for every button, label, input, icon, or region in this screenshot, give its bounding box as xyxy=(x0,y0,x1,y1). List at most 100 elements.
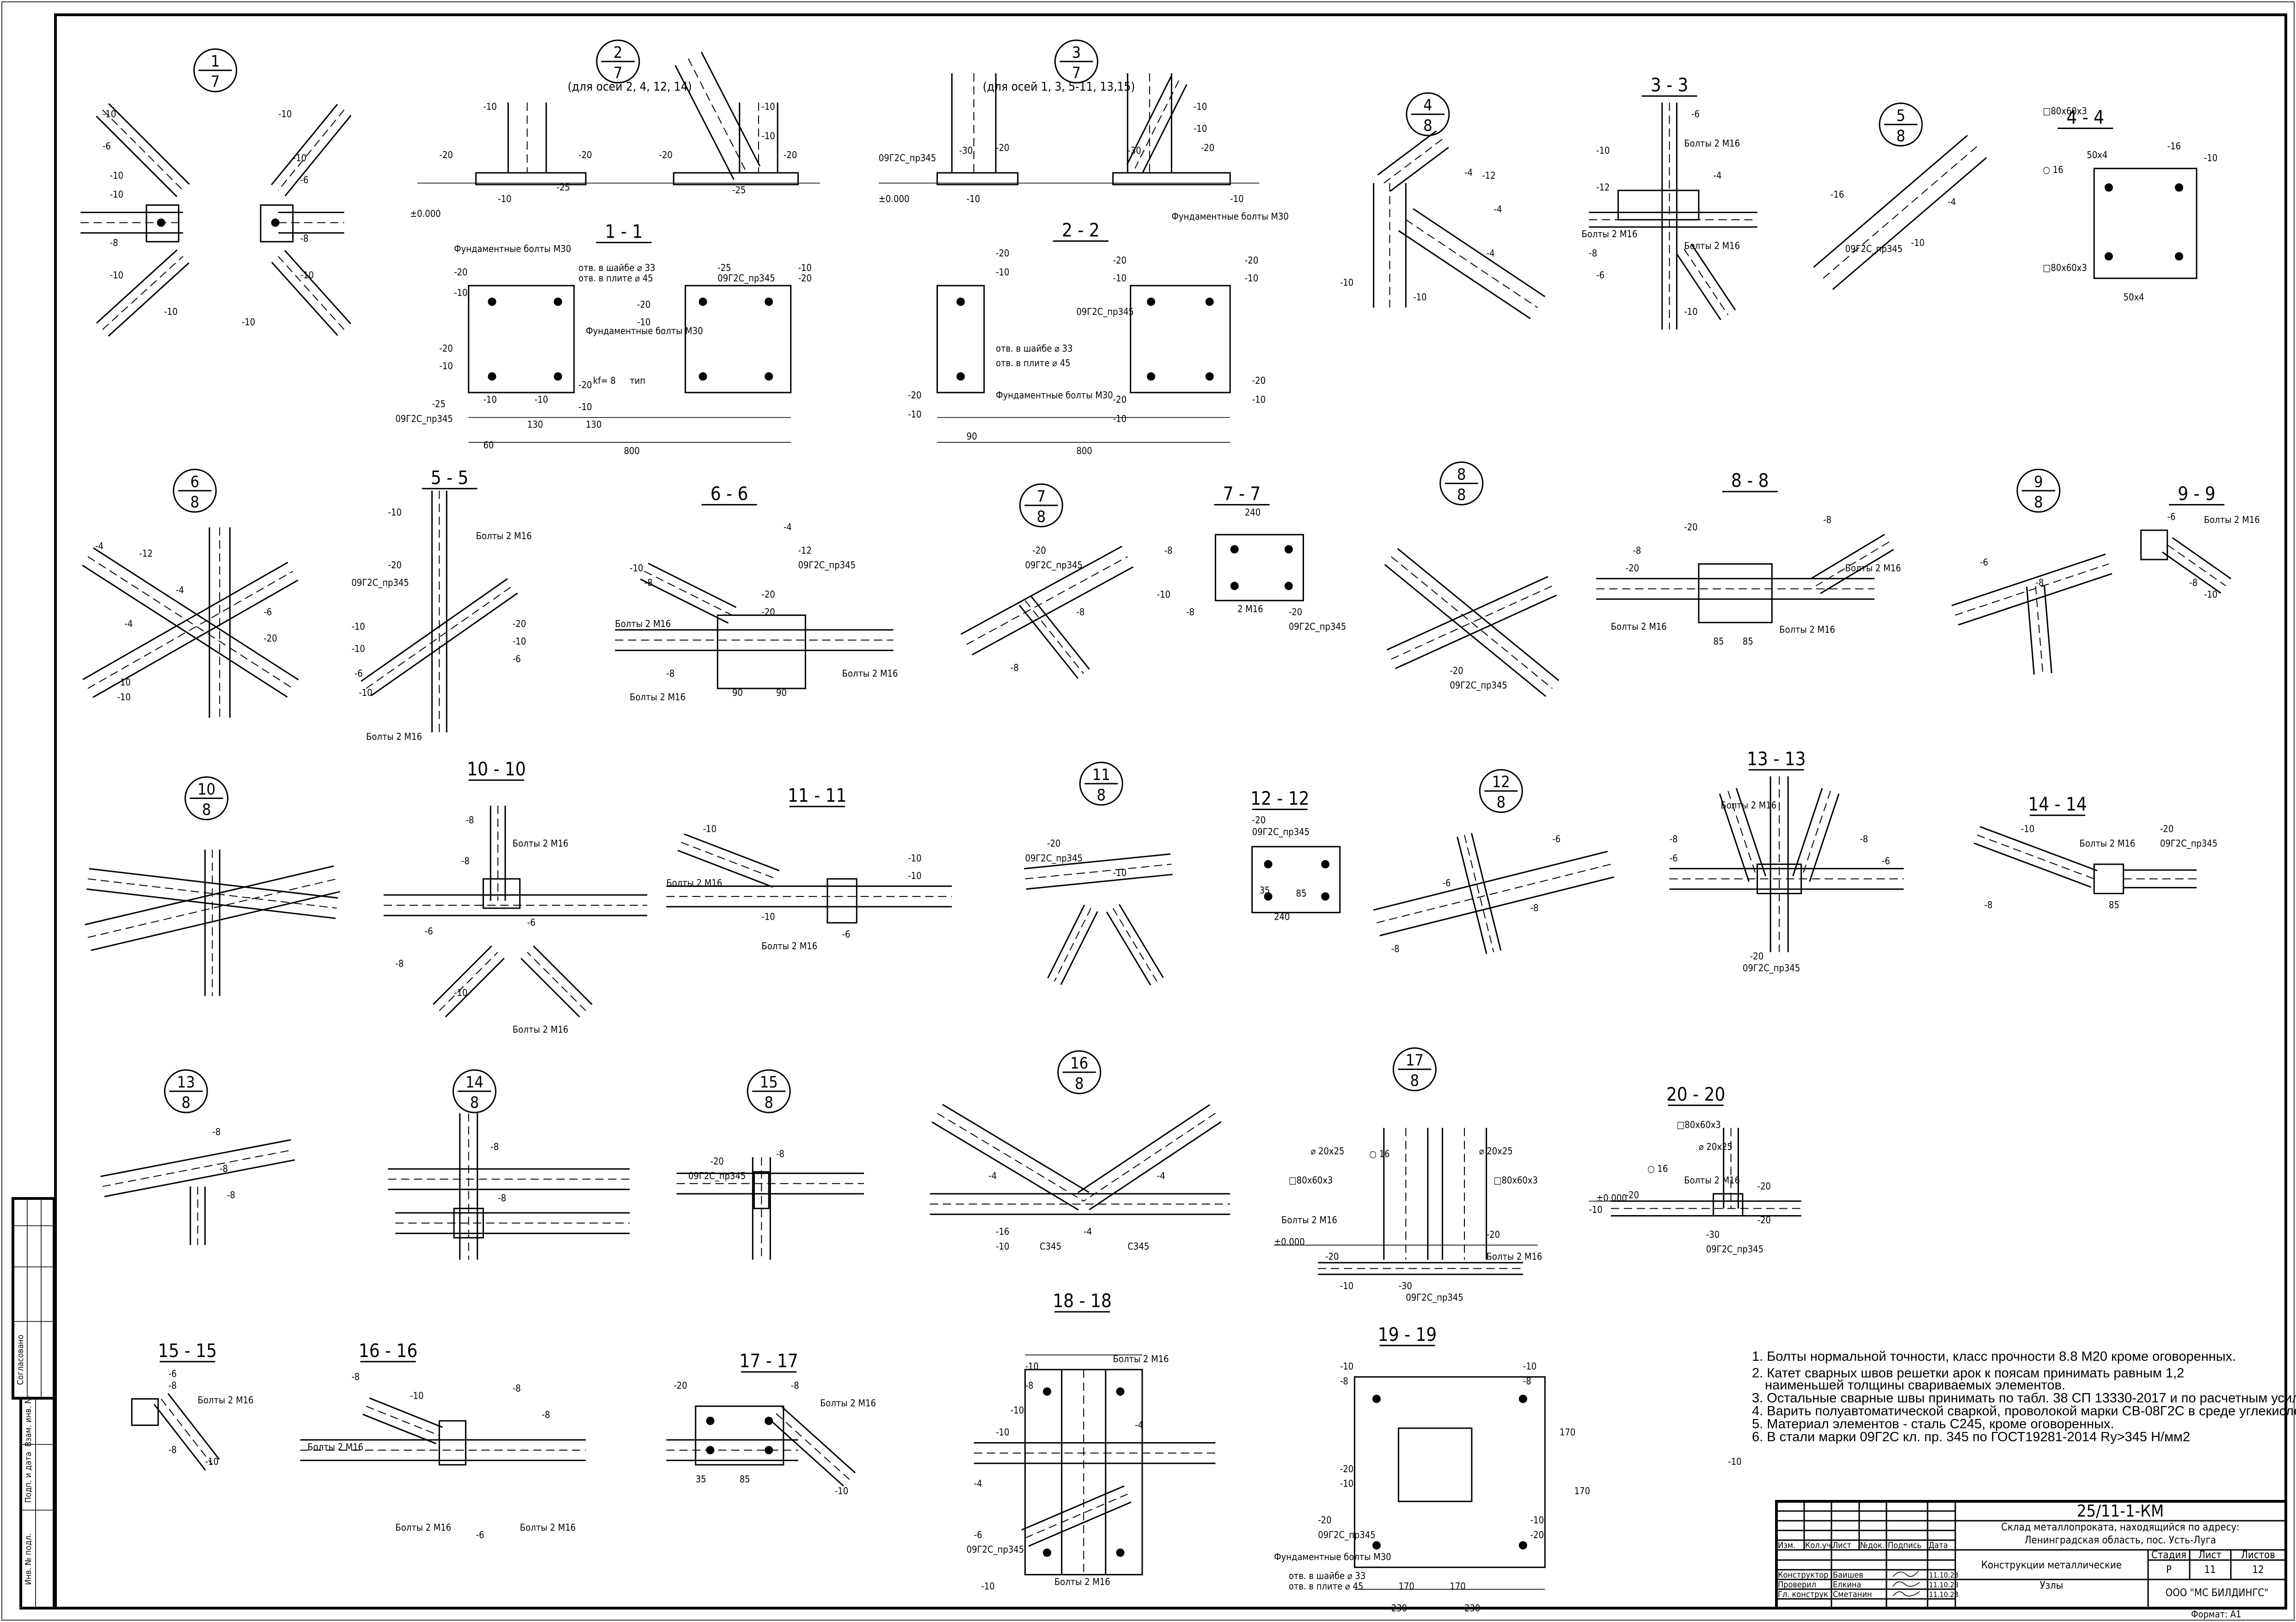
steel-member xyxy=(1373,851,1615,936)
label-p10: -10 xyxy=(637,316,650,327)
label-p20: -20 xyxy=(1047,838,1060,849)
connection-plate xyxy=(260,204,294,243)
label-p10: -10 xyxy=(761,101,775,112)
label-p10: -10 xyxy=(439,360,453,371)
sheet-value: 11 xyxy=(2204,1564,2216,1576)
label-p10: -10 xyxy=(1194,101,1207,112)
section-title: 8 - 8 xyxy=(1722,470,1778,492)
label-p8: -8 xyxy=(1984,899,1993,910)
label-steel: 09Г2С_пр345 xyxy=(1252,826,1310,837)
section-title: 1 - 1 xyxy=(596,221,652,244)
section-title: 5 - 5 xyxy=(422,467,478,490)
connection-plate xyxy=(753,1171,770,1210)
connection-plate xyxy=(937,172,1019,185)
label-d85: 85 xyxy=(2109,899,2119,910)
label-p20: -20 xyxy=(1757,1214,1771,1225)
connection-plate xyxy=(1024,1369,1143,1576)
label-p8: -8 xyxy=(1589,247,1597,258)
label-bolts_m16: Болты 2 М16 xyxy=(761,940,817,952)
section-title: 12 - 12 xyxy=(1250,788,1310,811)
steel-member xyxy=(1078,1104,1222,1210)
steel-member xyxy=(271,250,351,336)
label-p20: -20 xyxy=(2160,823,2174,834)
bolt-icon xyxy=(1205,297,1214,306)
label-p8: -8 xyxy=(1860,834,1868,845)
label-p8: -8 xyxy=(490,1141,499,1152)
connection-plate xyxy=(1698,563,1773,623)
connection-plate xyxy=(1353,1376,1546,1568)
connection-plate xyxy=(1397,1427,1473,1502)
label-bolts_m16: Болты 2 М16 xyxy=(1113,1353,1169,1364)
steel-member xyxy=(520,945,593,1018)
label-rhs: □80x60x3 xyxy=(2043,105,2087,117)
callout-number: 14 xyxy=(465,1073,484,1092)
svg-text:10 - 10: 10 - 10 xyxy=(467,759,526,780)
label-p20: -20 xyxy=(1252,375,1266,386)
label-p12: -12 xyxy=(1596,182,1610,193)
label-p10: -10 xyxy=(454,287,467,298)
steel-member xyxy=(2123,869,2197,889)
label-rhs: □80x60x3 xyxy=(2043,262,2087,273)
label-p25: -25 xyxy=(732,184,746,196)
label-bolts_m16: Болты 2 М16 xyxy=(1581,228,1637,240)
label-p4: -4 xyxy=(988,1170,997,1181)
connection-plate xyxy=(2093,863,2125,894)
svg-text:8 - 8: 8 - 8 xyxy=(1731,470,1769,492)
label-bolts_m16: Болты 2 М16 xyxy=(842,668,898,679)
label-rhs: □80x60x3 xyxy=(1289,1175,1333,1186)
label-foundation_bolts: Фундаментные болты М30 xyxy=(996,390,1113,401)
label-rhs: □80x60x3 xyxy=(1494,1175,1538,1186)
label-p20: -20 xyxy=(1318,1515,1331,1526)
label-bolts_m16: Болты 2 М16 xyxy=(1611,621,1667,632)
steel-member xyxy=(395,1212,630,1234)
label-p20: -20 xyxy=(637,299,650,310)
label-foundation_bolts: Фундаментные болты М30 xyxy=(454,243,571,254)
bolt-icon xyxy=(765,1416,773,1425)
label-p4: -4 xyxy=(1084,1226,1092,1237)
label-p8: -8 xyxy=(1670,834,1678,845)
label-p30: -30 xyxy=(1127,145,1141,156)
callout-sheet: 8 xyxy=(1496,793,1505,812)
stage-value: Р xyxy=(2166,1564,2172,1576)
label-p8: -8 xyxy=(1010,662,1019,673)
connection-plate xyxy=(827,878,857,924)
bolt-icon xyxy=(1116,1387,1125,1396)
label-d240: 240 xyxy=(1245,507,1261,518)
steel-member xyxy=(278,211,344,234)
bolt-icon xyxy=(1147,372,1156,381)
label-p10: -10 xyxy=(300,270,313,281)
header-signature: Подпись xyxy=(1888,1541,1922,1550)
callout-sheet: 8 xyxy=(202,801,211,819)
label-p4: -4 xyxy=(1157,1170,1165,1181)
steel-member xyxy=(1024,853,1173,890)
label-bolts_m16: Болты 2 М16 xyxy=(513,838,569,849)
signature-row-2: Проверил Елкина 11.10.23 xyxy=(1778,1580,1959,1590)
bolt-icon xyxy=(2104,183,2113,192)
bolt-icon xyxy=(2104,252,2113,261)
label-p10: -10 xyxy=(630,563,643,574)
svg-text:Взам. инв. №: Взам. инв. № xyxy=(24,1396,33,1447)
node-callout-11: 118 xyxy=(1079,762,1123,806)
steel-member xyxy=(1061,1370,1107,1575)
steel-member xyxy=(1811,534,1894,594)
label-p8: -8 xyxy=(1391,943,1400,954)
steel-member xyxy=(362,1397,443,1444)
object-line-2: Ленинградская область, пос. Усть-Луга xyxy=(2025,1535,2216,1546)
node-callout-17: 178 xyxy=(1392,1047,1437,1092)
label-p20: -20 xyxy=(454,267,467,278)
label-foundation_bolts: Фундаментные болты М30 xyxy=(1171,211,1288,222)
callout-sheet: 8 xyxy=(2034,493,2043,511)
label-p20: -20 xyxy=(1245,255,1258,266)
label-p20: -20 xyxy=(578,380,592,391)
header-doc: №док. xyxy=(1860,1541,1885,1550)
label-p10: -10 xyxy=(483,394,496,405)
label-p12: -12 xyxy=(798,545,812,556)
svg-text:20 - 20: 20 - 20 xyxy=(1666,1084,1725,1105)
label-steel: 09Г2С_пр345 xyxy=(1076,306,1133,317)
label-d85: 85 xyxy=(740,1474,750,1485)
node-callout-9: 98 xyxy=(2016,468,2061,513)
label-p20: -20 xyxy=(439,343,453,354)
label-p8: -8 xyxy=(542,1409,550,1420)
label-d90: 90 xyxy=(732,687,743,698)
side-stamp: Согласовано Взам. инв. № Подп. и дата Ин… xyxy=(12,1197,55,1610)
